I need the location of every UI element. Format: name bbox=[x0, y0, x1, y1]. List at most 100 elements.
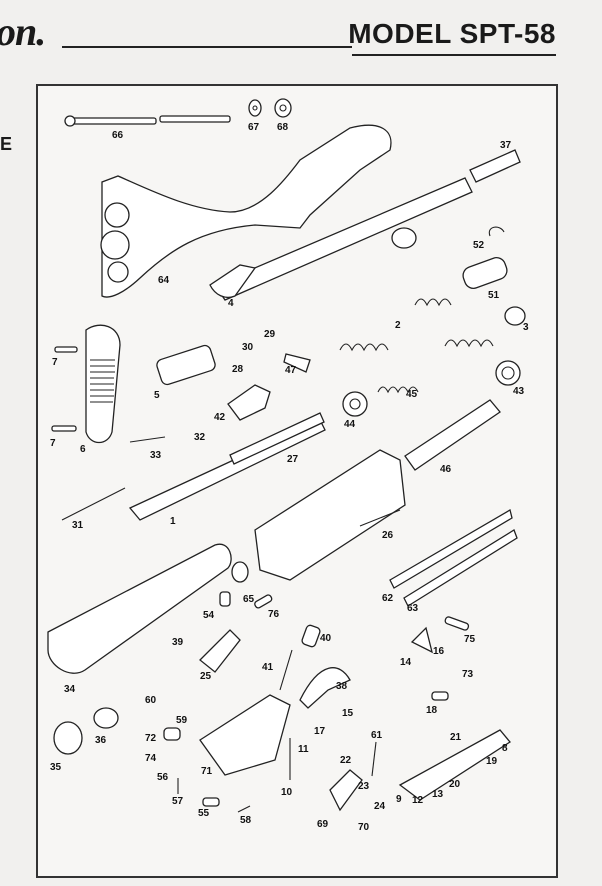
part-label: 5 bbox=[154, 390, 160, 401]
part-26-pin bbox=[359, 509, 401, 527]
part-label: 61 bbox=[371, 730, 383, 741]
part-label: 57 bbox=[172, 796, 184, 807]
part-label: 28 bbox=[232, 364, 244, 375]
part-label: 54 bbox=[203, 610, 215, 621]
part-46-barrel-extension bbox=[404, 399, 501, 471]
part-label: 33 bbox=[150, 450, 162, 461]
part-label: 4 bbox=[228, 298, 234, 309]
part-62-action-slide bbox=[389, 509, 513, 589]
part-label: 45 bbox=[406, 389, 418, 400]
part-58-pin bbox=[237, 805, 251, 813]
part-label: 52 bbox=[473, 240, 485, 251]
part-label: 42 bbox=[214, 412, 226, 423]
part-label: 27 bbox=[287, 454, 299, 465]
part-label: 16 bbox=[433, 646, 445, 657]
part-40-plunger bbox=[301, 624, 321, 648]
part-61-spring bbox=[371, 741, 377, 777]
part-25-hammer bbox=[199, 629, 241, 673]
brand-logo-fragment: on. bbox=[0, 9, 46, 54]
part-label: 75 bbox=[464, 634, 476, 645]
part-label: 22 bbox=[340, 755, 352, 766]
part-label: 31 bbox=[72, 520, 84, 531]
part-18-pin bbox=[431, 691, 449, 701]
part-label: 64 bbox=[158, 275, 170, 286]
part-trigger-plate bbox=[398, 729, 511, 801]
part-54-plunger bbox=[219, 591, 231, 607]
part-51-magazine-plug bbox=[462, 257, 508, 289]
part-label: 17 bbox=[314, 726, 326, 737]
part-label: 41 bbox=[262, 662, 274, 673]
part-72-pin bbox=[163, 727, 181, 741]
part-2-spring bbox=[339, 298, 494, 352]
part-55-spring bbox=[202, 797, 220, 807]
part-5-breech-bolt bbox=[156, 344, 216, 386]
part-label: 38 bbox=[336, 681, 348, 692]
part-label: 1 bbox=[170, 516, 176, 527]
part-33-pin bbox=[129, 436, 166, 443]
part-label: 7 bbox=[52, 357, 58, 368]
part-receiver bbox=[254, 449, 406, 581]
header-rule bbox=[62, 46, 352, 48]
part-43-ring bbox=[495, 360, 521, 386]
part-label: 20 bbox=[449, 779, 461, 790]
part-7-screw-bottom bbox=[51, 425, 77, 432]
part-label: 37 bbox=[500, 140, 512, 151]
part-label: 30 bbox=[242, 342, 254, 353]
part-label: 73 bbox=[462, 669, 474, 680]
part-label: 15 bbox=[342, 708, 354, 719]
part-label: 11 bbox=[298, 744, 309, 755]
part-label: 9 bbox=[396, 794, 402, 805]
part-label: 71 bbox=[201, 766, 213, 777]
part-label: 36 bbox=[95, 735, 107, 746]
part-35-ring bbox=[53, 721, 83, 755]
cropped-edge-letter: E bbox=[0, 134, 13, 154]
part-44-wheel bbox=[342, 391, 368, 417]
page-title: MODEL SPT-58 bbox=[348, 18, 556, 49]
part-label: 29 bbox=[264, 329, 276, 340]
part-label: 24 bbox=[374, 801, 386, 812]
part-label: 18 bbox=[426, 705, 438, 716]
part-label: 19 bbox=[486, 756, 498, 767]
part-label: 65 bbox=[243, 594, 255, 605]
part-7-screw-top bbox=[54, 346, 78, 353]
part-label: 32 bbox=[194, 432, 206, 443]
part-45-spring bbox=[377, 386, 419, 394]
part-label: 2 bbox=[395, 320, 401, 331]
part-label: 60 bbox=[145, 695, 157, 706]
part-68-nut bbox=[274, 98, 292, 118]
part-label: 51 bbox=[488, 290, 500, 301]
part-67-washer bbox=[248, 99, 262, 117]
part-label: 55 bbox=[198, 808, 210, 819]
part-38-lever bbox=[299, 667, 351, 709]
part-label: 13 bbox=[432, 789, 444, 800]
part-14-sear bbox=[410, 626, 433, 654]
part-label: 59 bbox=[176, 715, 188, 726]
part-63-action-slide bbox=[403, 529, 518, 607]
part-label: 10 bbox=[281, 787, 293, 798]
part-41-spring bbox=[279, 649, 293, 691]
part-22-trigger bbox=[329, 769, 363, 812]
part-6-buttplate bbox=[85, 324, 121, 444]
part-number-labels: 66 67 68 37 64 52 51 4 29 2 3 30 43 28 7… bbox=[50, 122, 529, 833]
part-label: 23 bbox=[358, 781, 370, 792]
part-76-pin bbox=[254, 594, 273, 609]
part-label: 21 bbox=[450, 732, 462, 743]
part-label: 58 bbox=[240, 815, 252, 826]
part-47-link bbox=[283, 353, 311, 373]
part-label: 39 bbox=[172, 637, 184, 648]
part-label: 25 bbox=[200, 671, 212, 682]
part-75-pin bbox=[444, 616, 470, 631]
part-label: 76 bbox=[268, 609, 280, 620]
part-label: 56 bbox=[157, 772, 169, 783]
part-label: 26 bbox=[382, 530, 394, 541]
part-42-bracket bbox=[227, 384, 271, 421]
part-52-clip bbox=[488, 226, 505, 237]
part-label: 47 bbox=[285, 365, 297, 376]
part-36-ring bbox=[93, 707, 119, 729]
part-label: 6 bbox=[80, 444, 86, 455]
part-label: 14 bbox=[400, 657, 412, 668]
part-1-action-bar bbox=[128, 412, 326, 521]
part-label: 74 bbox=[145, 753, 157, 764]
part-71-trigger-housing bbox=[199, 694, 291, 776]
